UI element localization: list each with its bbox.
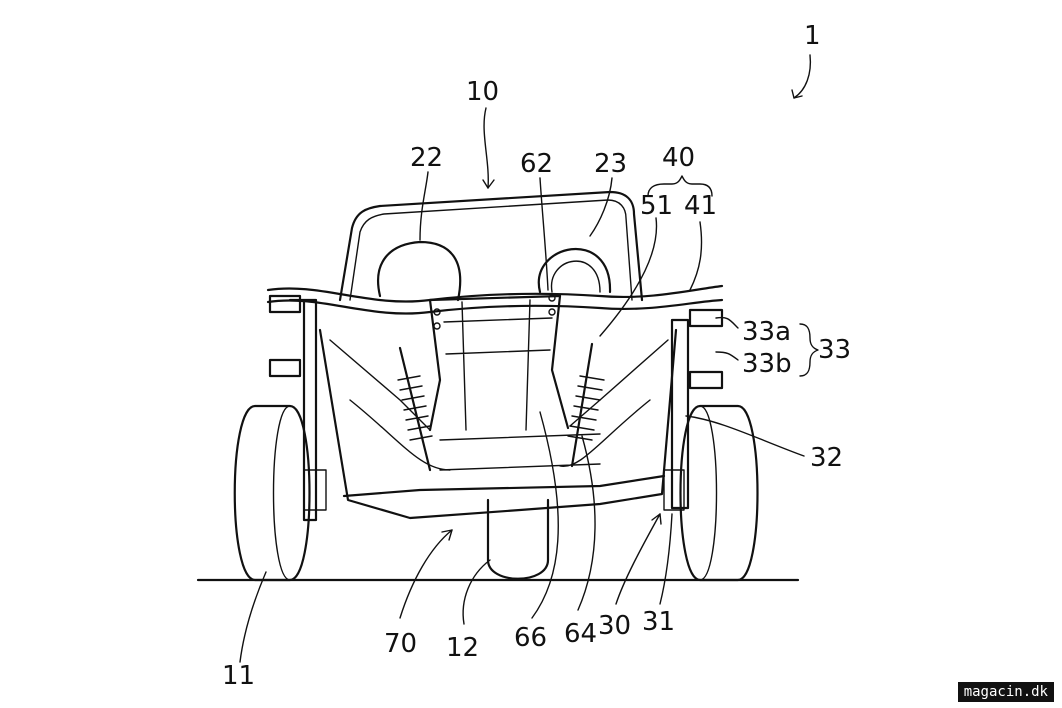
label-62: 62 bbox=[520, 149, 553, 179]
left-wheel bbox=[235, 406, 310, 580]
label-30: 30 bbox=[598, 611, 631, 641]
left-seat bbox=[378, 242, 460, 300]
front-frame bbox=[430, 295, 568, 430]
leader-33b bbox=[716, 352, 738, 360]
label-70: 70 bbox=[384, 629, 417, 659]
label-40: 40 bbox=[662, 143, 695, 173]
label-1: 1 bbox=[804, 21, 821, 51]
label-12: 12 bbox=[446, 633, 479, 663]
left-shock bbox=[398, 348, 432, 470]
leader-41 bbox=[690, 222, 702, 290]
label-31: 31 bbox=[642, 607, 675, 637]
left-suspension bbox=[270, 296, 326, 520]
leader-1 bbox=[794, 55, 810, 98]
leader-64 bbox=[578, 436, 595, 610]
label-11: 11 bbox=[222, 661, 255, 691]
label-33b: 33b bbox=[742, 349, 792, 379]
label-64: 64 bbox=[564, 619, 597, 649]
watermark: magacin.dk bbox=[958, 682, 1054, 702]
label-33: 33 bbox=[818, 335, 851, 365]
leader-10 bbox=[484, 108, 488, 188]
label-33a: 33a bbox=[742, 317, 791, 347]
leader-23 bbox=[590, 178, 612, 236]
right-wheel bbox=[681, 406, 758, 580]
leader-70 bbox=[400, 530, 452, 618]
label-23: 23 bbox=[594, 149, 627, 179]
upper-cross-member bbox=[268, 286, 722, 302]
label-51: 51 bbox=[640, 191, 673, 221]
leader-22 bbox=[420, 172, 428, 240]
leader-12 bbox=[463, 560, 490, 624]
leader-31 bbox=[660, 514, 672, 604]
leader-32 bbox=[686, 416, 804, 456]
label-41: 41 bbox=[684, 191, 717, 221]
roll-cage bbox=[340, 192, 642, 300]
label-32: 32 bbox=[810, 443, 843, 473]
label-66: 66 bbox=[514, 623, 547, 653]
right-seat bbox=[539, 249, 610, 292]
right-shock bbox=[568, 344, 604, 466]
label-22: 22 bbox=[410, 143, 443, 173]
leader-66 bbox=[532, 412, 558, 618]
brace-33 bbox=[800, 324, 818, 376]
leader-11 bbox=[240, 572, 266, 662]
label-10: 10 bbox=[466, 77, 499, 107]
leader-30 bbox=[616, 514, 660, 604]
